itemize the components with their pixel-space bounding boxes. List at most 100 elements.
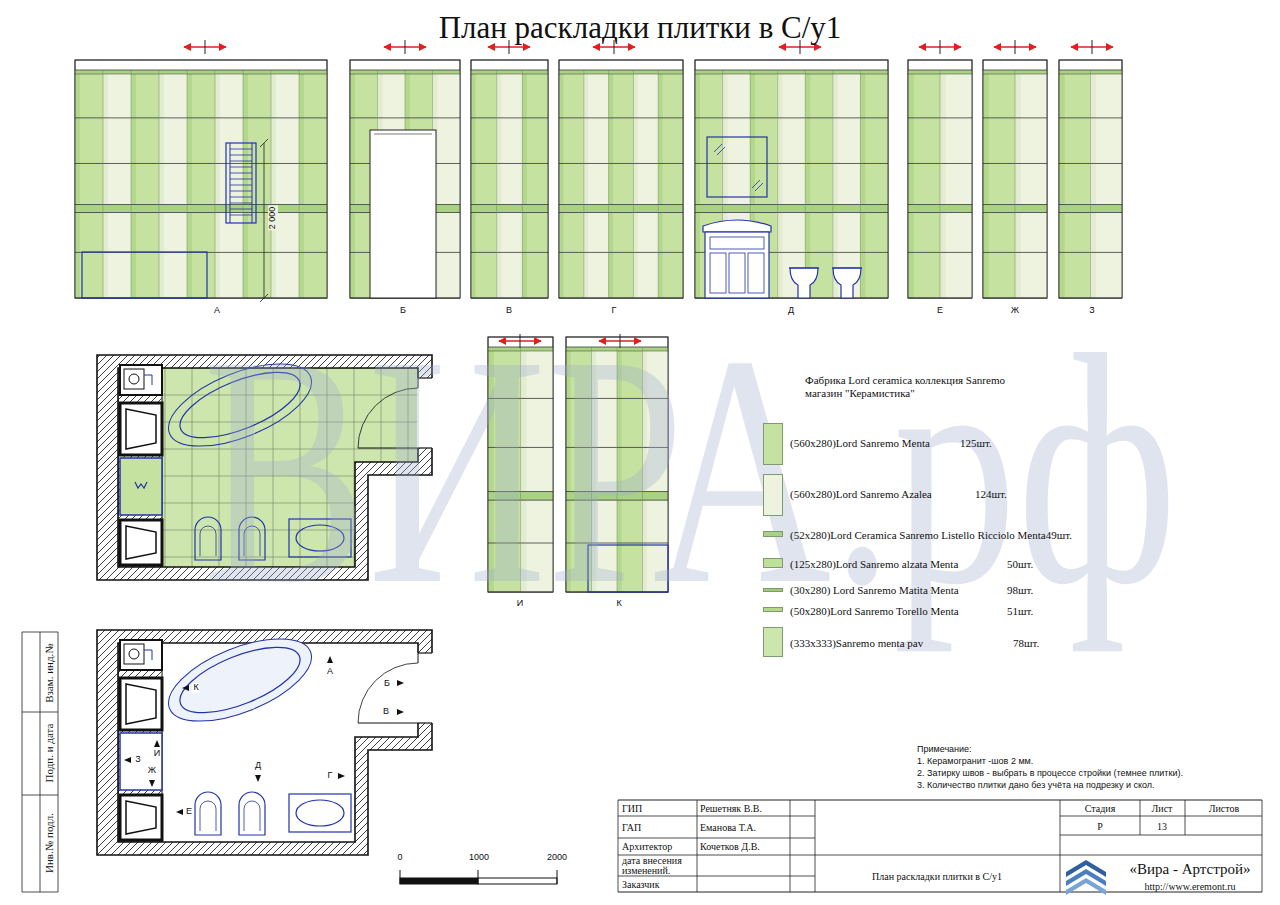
wall-elevation xyxy=(908,70,940,298)
view-marker-letter: Е xyxy=(185,807,193,817)
wall-elevation xyxy=(243,70,248,298)
legend-text: (560x280)Lord Sanremo Menta xyxy=(790,437,930,449)
side-stamp xyxy=(22,712,58,713)
wall-elevation xyxy=(131,70,136,298)
legend-swatch xyxy=(763,558,783,568)
floor-plan xyxy=(97,622,434,855)
fixtures xyxy=(710,237,764,249)
wall-elevation xyxy=(566,347,571,592)
wall-elevation xyxy=(299,70,327,298)
floor-plan xyxy=(124,644,144,664)
stamp-cell: Лист xyxy=(1152,803,1173,814)
wall-elevation xyxy=(695,60,888,298)
fixtures xyxy=(729,253,745,293)
wall-elevation xyxy=(559,117,683,118)
scale-bar xyxy=(400,870,557,884)
wall-elevation xyxy=(271,70,276,298)
view-marker-letter: Д xyxy=(254,761,262,771)
wall-elevation xyxy=(1059,70,1091,298)
stamp-cell: ГИП xyxy=(622,803,642,814)
wall-elevation xyxy=(559,205,683,213)
wall-elevation xyxy=(215,70,243,298)
title-block xyxy=(1066,860,1106,877)
wall-elevation xyxy=(777,70,778,298)
wall-elevation xyxy=(983,60,1047,298)
view-letter: Г xyxy=(612,306,617,316)
floor-plan xyxy=(158,622,323,738)
fixtures xyxy=(260,139,268,147)
wall-elevation xyxy=(488,347,521,592)
floor-plan xyxy=(120,733,162,790)
scale-bar xyxy=(400,878,478,884)
fixtures xyxy=(832,267,862,268)
wall-elevation xyxy=(833,70,838,298)
stamp-cell: ГАП xyxy=(622,822,641,833)
floor-plan xyxy=(397,680,404,686)
floor-plan xyxy=(327,368,328,567)
note: 3. Количество плитки дано без учёта на п… xyxy=(917,781,1155,791)
floor-plan xyxy=(418,653,419,663)
legend-swatch xyxy=(763,423,783,465)
fixtures xyxy=(82,252,207,298)
view-letter: Ж xyxy=(1011,306,1019,316)
wall-elevation xyxy=(131,70,132,298)
wall-elevation xyxy=(559,70,683,71)
legend-swatch xyxy=(763,588,783,592)
wall-elevation xyxy=(75,60,327,298)
wall-elevation xyxy=(159,70,187,298)
title-block xyxy=(618,800,619,892)
wall-elevation xyxy=(566,337,668,592)
wall-elevation xyxy=(75,70,103,298)
floor-plan xyxy=(289,519,351,557)
title-block xyxy=(1060,835,1262,836)
wall-elevation xyxy=(695,205,888,213)
fixtures xyxy=(705,232,769,298)
wall-elevation xyxy=(908,60,972,298)
view-arrow xyxy=(520,334,521,348)
fixtures xyxy=(230,167,252,168)
wall-elevation xyxy=(75,60,327,298)
note: Примечание: xyxy=(917,745,972,755)
wall-elevation xyxy=(1059,70,1065,298)
wall-elevation xyxy=(695,74,888,75)
wall-elevation xyxy=(566,337,668,592)
side-stamp xyxy=(22,632,23,892)
floor-plan xyxy=(246,368,247,567)
floor-plan xyxy=(296,525,344,551)
note: 1. Керамогранит -шов 2 мм. xyxy=(917,757,1033,767)
fixtures xyxy=(703,220,771,232)
floor-plan xyxy=(129,374,139,384)
wall-elevation xyxy=(350,60,460,298)
tile-count: 125шт. xyxy=(960,437,992,449)
title-block xyxy=(1066,869,1106,886)
side-stamp xyxy=(22,892,58,893)
title-block xyxy=(1060,800,1061,892)
title-block xyxy=(618,800,1262,895)
title-block xyxy=(1140,800,1141,835)
floor-plan xyxy=(152,650,153,660)
view-letter: А xyxy=(214,306,220,316)
floor-plan xyxy=(126,684,156,724)
wall-elevation xyxy=(1059,60,1122,298)
wall-elevation xyxy=(591,347,592,592)
floor-plan xyxy=(172,359,309,451)
floor-plan xyxy=(158,347,323,463)
side-stamp xyxy=(58,632,59,892)
wall-elevation xyxy=(350,60,460,298)
floor-plan xyxy=(158,622,323,738)
company-name: «Вира - Артстрой» xyxy=(1130,861,1251,878)
wall-elevation xyxy=(1090,70,1091,298)
floor-plan xyxy=(418,652,432,653)
floor-plan xyxy=(244,526,260,556)
floor-plan xyxy=(97,347,434,580)
wall-elevation xyxy=(633,70,658,298)
wall-elevation xyxy=(522,70,523,298)
fixtures xyxy=(230,149,252,150)
title-block xyxy=(815,800,816,892)
legend-text: (30x280) Lord Sanremo Matita Menta xyxy=(790,584,959,596)
wall-elevation xyxy=(522,70,527,298)
side-stamp-cell: Подп. и дата xyxy=(43,724,55,783)
fixtures xyxy=(789,267,819,268)
wall-elevation xyxy=(187,70,192,298)
legend-text: (125x280)Lord Sanremo alzata Menta xyxy=(790,558,958,570)
